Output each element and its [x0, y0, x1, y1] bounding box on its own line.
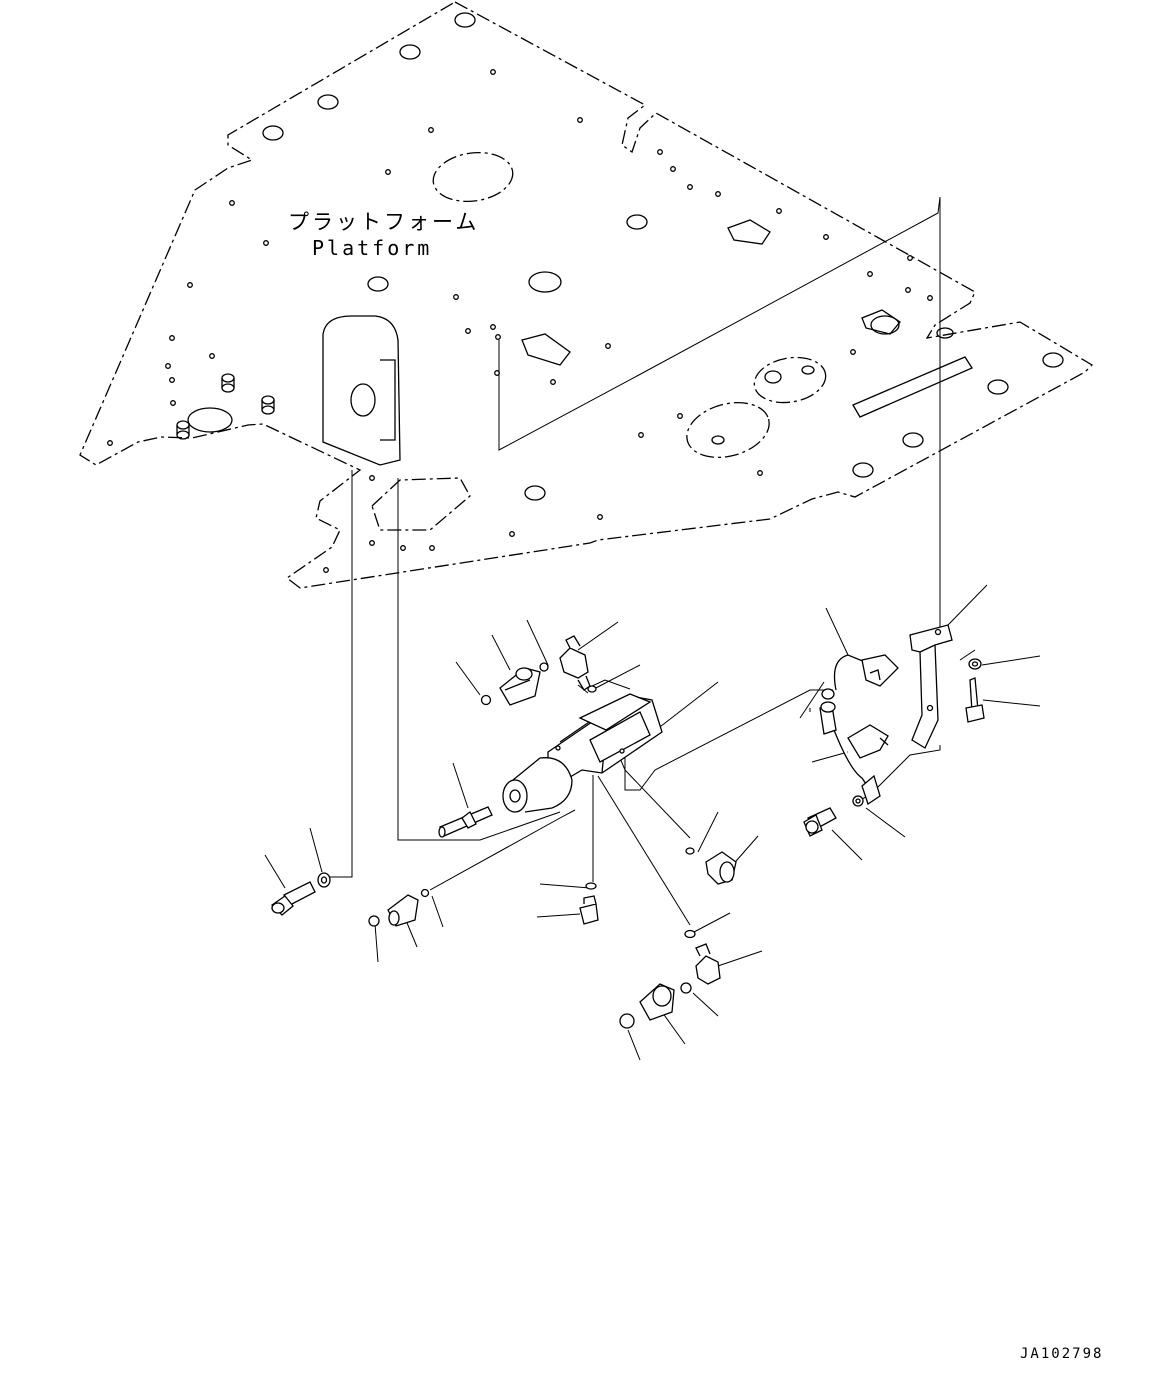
mounting-bracket	[910, 625, 952, 748]
lower-left-fitting	[369, 890, 429, 927]
plunger-pin	[439, 807, 492, 837]
platform-label-en: Platform	[312, 236, 433, 260]
upper-elbow-fitting	[560, 636, 596, 692]
upper-hose-connector	[482, 663, 549, 705]
lower-elbow-fitting	[681, 944, 720, 993]
pressure-switch-harness	[820, 655, 898, 804]
center-fittings	[580, 848, 736, 938]
valve-body	[503, 694, 662, 812]
drawing-number: JA102798	[1020, 1346, 1104, 1362]
right-bolt	[804, 796, 863, 836]
bracket-bolt	[966, 659, 984, 722]
platform-small-holes	[108, 70, 933, 573]
platform-plate	[80, 2, 1092, 588]
platform-details	[177, 13, 1063, 500]
leader-lines	[265, 197, 1040, 1060]
platform-label-jp: プラットフォーム	[288, 210, 480, 234]
lower-hose-connector	[620, 984, 674, 1028]
left-bolt	[272, 873, 330, 915]
